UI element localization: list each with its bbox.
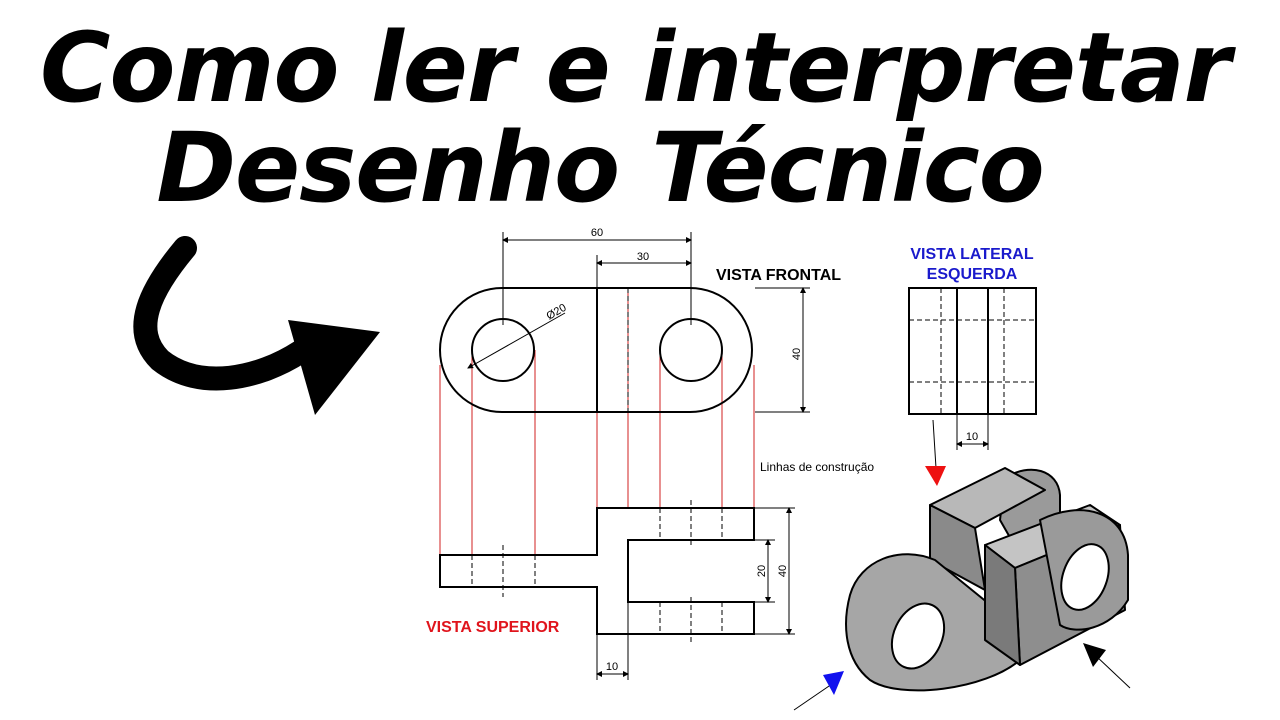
construction-lines-label: Linhas de construção — [760, 460, 874, 474]
title-line-2: Desenho Técnico — [156, 112, 1044, 224]
side-view — [908, 287, 1037, 450]
dim-10-side-label: 10 — [966, 431, 978, 443]
red-view-arrow-icon — [925, 419, 946, 486]
side-view-label-line1: VISTA LATERAL — [910, 246, 1033, 263]
curved-arrow-icon — [133, 236, 380, 415]
isometric-part — [845, 467, 1129, 692]
dim-60-label: 60 — [591, 227, 603, 239]
dim-40-front-label: 40 — [791, 348, 803, 360]
dim-diameter-label: Ø20 — [545, 302, 569, 323]
top-view — [439, 500, 795, 680]
front-view-label: VISTA FRONTAL — [716, 267, 841, 284]
title-line-1: Como ler e interpretar — [40, 12, 1231, 124]
dim-20-top-label: 20 — [756, 565, 768, 577]
blue-view-arrow-icon — [793, 671, 844, 711]
labels: 60 30 Ø20 40 20 40 10 10 Linhas de const… — [426, 227, 1034, 673]
construction-lines — [439, 290, 755, 555]
top-view-label: VISTA SUPERIOR — [426, 619, 560, 636]
black-view-arrow-icon — [1083, 643, 1131, 689]
dim-30-label: 30 — [637, 251, 649, 263]
front-view — [439, 232, 810, 413]
dim-40-top-label: 40 — [777, 565, 789, 577]
dim-10-top-label: 10 — [606, 661, 618, 673]
side-view-label-line2: ESQUERDA — [927, 266, 1018, 283]
